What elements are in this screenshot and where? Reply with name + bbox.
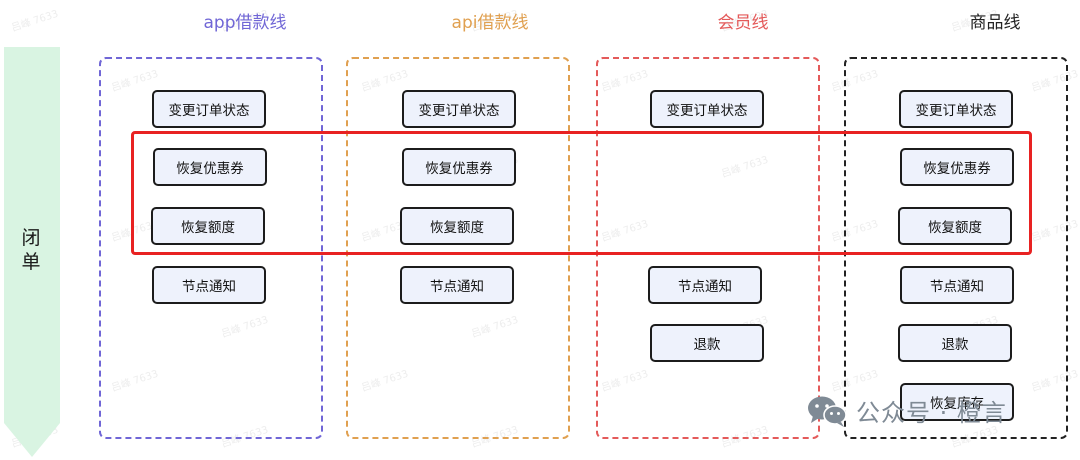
lane-title-app: app借款线: [203, 13, 287, 33]
watermark-text: 吕峰 7633: [10, 8, 60, 35]
lane-goods: [844, 57, 1068, 439]
node-app-notify[interactable]: 节点通知: [152, 266, 266, 304]
node-member-refund[interactable]: 退款: [650, 324, 764, 362]
node-goods-notify[interactable]: 节点通知: [900, 266, 1014, 304]
node-api-restore-quota[interactable]: 恢复额度: [400, 207, 514, 245]
lane-api: [346, 57, 570, 439]
phase-label: 闭单: [21, 227, 41, 273]
lane-member: [596, 57, 820, 439]
brand-watermark: 公众号 · 橙言: [806, 393, 1007, 428]
node-goods-refund[interactable]: 退款: [898, 324, 1012, 362]
node-goods-change-order-status[interactable]: 变更订单状态: [899, 90, 1013, 128]
lane-title-api: api借款线: [451, 13, 529, 33]
node-app-restore-quota[interactable]: 恢复额度: [151, 207, 265, 245]
brand-text: 公众号 · 橙言: [856, 399, 1007, 427]
node-app-change-order-status[interactable]: 变更订单状态: [152, 90, 266, 128]
node-app-restore-coupon[interactable]: 恢复优惠券: [153, 148, 267, 186]
highlight-box: [131, 131, 1032, 255]
node-goods-restore-coupon[interactable]: 恢复优惠券: [900, 148, 1014, 186]
node-goods-restore-quota[interactable]: 恢复额度: [898, 207, 1012, 245]
node-api-change-order-status[interactable]: 变更订单状态: [402, 90, 516, 128]
node-goods-restore-stock[interactable]: 恢复库存: [900, 383, 1014, 421]
phase-arrow: [4, 47, 60, 457]
lane-title-goods: 商品线: [969, 13, 1021, 33]
lane-app: [99, 57, 323, 439]
node-api-restore-coupon[interactable]: 恢复优惠券: [402, 148, 516, 186]
wechat-icon: [808, 396, 847, 427]
lane-title-member: 会员线: [717, 13, 769, 33]
node-member-change-order-status[interactable]: 变更订单状态: [650, 90, 764, 128]
node-api-notify[interactable]: 节点通知: [400, 266, 514, 304]
node-member-notify[interactable]: 节点通知: [648, 266, 762, 304]
